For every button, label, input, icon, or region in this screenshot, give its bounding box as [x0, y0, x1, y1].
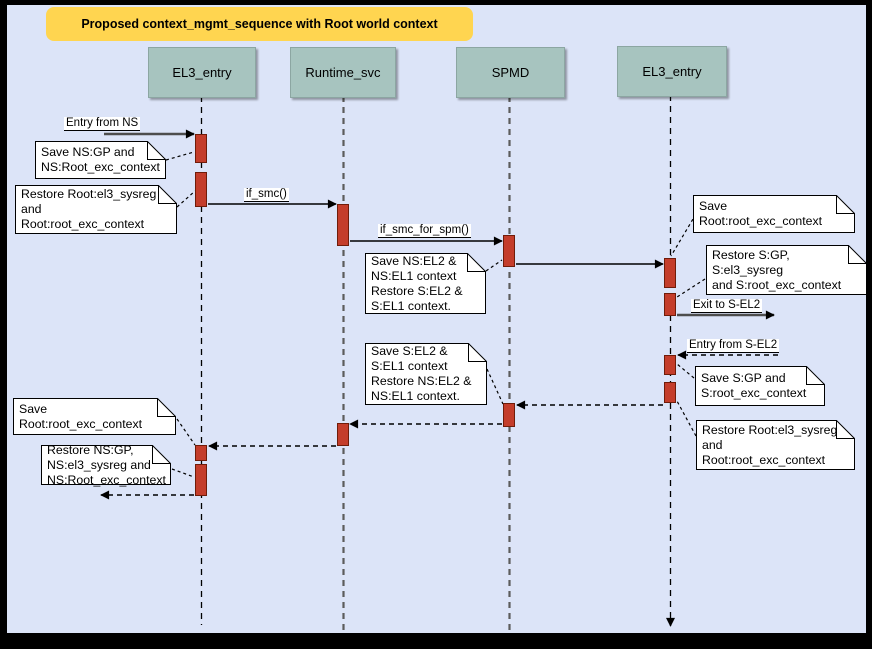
note-text: Restore Root:el3_sysreg and Root:root_ex… [21, 187, 157, 231]
message-label-entry-from-sel2[interactable]: Entry from S-EL2 [687, 339, 780, 353]
note-connector [171, 468, 195, 478]
frame-edge-bottom [0, 633, 872, 649]
activation-bar[interactable] [503, 403, 515, 427]
note-text: Restore Root:el3_sysreg and Root:root_ex… [702, 422, 838, 467]
activation-bar[interactable] [195, 172, 207, 207]
note-connector [485, 259, 503, 272]
note-text: Save Root:root_exc_context [699, 199, 823, 228]
lifeline-header-label: SPMD [491, 65, 530, 80]
lifeline-header-spmd[interactable]: SPMD [456, 47, 565, 98]
message-label-entry-from-ns[interactable]: Entry from NS [64, 117, 141, 131]
note-shape [35, 141, 166, 179]
note-shape [15, 185, 177, 234]
activation-bar[interactable] [195, 445, 207, 461]
note-restore-root-ctx-right[interactable]: Restore Root:el3_sysreg and Root:root_ex… [696, 420, 855, 470]
note-save-s-gp[interactable]: Save S:GP and S:root_exc_context [695, 366, 825, 406]
note-connector [676, 278, 706, 298]
note-text: Save S:EL2 & S:EL1 context Restore NS:EL… [371, 344, 472, 403]
note-connector [486, 368, 504, 405]
note-text: Save Root:root_exc_context [19, 401, 143, 431]
note-connector [176, 418, 196, 446]
message-label-if-smc[interactable]: if_smc() [244, 188, 289, 202]
frame-edge-top [0, 0, 872, 5]
note-shape [365, 343, 487, 405]
activation-bar[interactable] [337, 204, 349, 246]
note-shape [693, 195, 855, 233]
note-shape [695, 366, 825, 406]
note-connector [176, 190, 196, 208]
note-connector [676, 400, 697, 437]
note-save-ns-gp[interactable]: Save NS:GP and NS:Root_exc_context [35, 141, 166, 179]
note-save-s-el2[interactable]: Save S:EL2 & S:EL1 context Restore NS:EL… [365, 343, 487, 405]
note-save-ns-el2[interactable]: Save NS:EL2 & NS:EL1 context Restore S:E… [365, 253, 486, 314]
note-shape [365, 253, 486, 314]
lifeline-header-label: EL3_entry [172, 65, 232, 80]
activation-bar[interactable] [503, 235, 515, 267]
note-shape [696, 420, 855, 470]
note-text: Save NS:GP and NS:Root_exc_context [41, 145, 160, 174]
note-restore-s-gp[interactable]: Restore S:GP, S:el3_sysreg and S:root_ex… [706, 245, 867, 295]
lifeline-header-el3-entry-left[interactable]: EL3_entry [148, 47, 256, 98]
note-connector [670, 213, 697, 257]
activation-bar[interactable] [195, 464, 207, 496]
frame-edge-right [866, 0, 872, 649]
message-label-if-smc-for-spm[interactable]: if_smc_for_spm() [378, 224, 471, 238]
activation-bar[interactable] [664, 293, 676, 316]
note-connector [165, 151, 195, 161]
lifeline-header-label: EL3_entry [642, 64, 702, 79]
lifeline-header-el3-entry-right[interactable]: EL3_entry [617, 46, 727, 97]
note-restore-ns-gp[interactable]: Restore NS:GP, NS:el3_sysreg and NS:Root… [41, 442, 171, 487]
note-save-root-exc-left[interactable]: Save Root:root_exc_context [13, 398, 176, 435]
frame-edge-left [0, 0, 7, 649]
note-shape [13, 398, 176, 435]
activation-bar[interactable] [664, 382, 676, 403]
note-text: Save S:GP and S:root_exc_context [701, 371, 807, 400]
lifeline-header-runtime-svc[interactable]: Runtime_svc [290, 47, 396, 98]
note-text: Restore S:GP, S:el3_sysreg and S:root_ex… [712, 247, 842, 292]
note-text: Restore NS:GP, NS:el3_sysreg and NS:Root… [47, 442, 166, 487]
note-save-root-exc-right[interactable]: Save Root:root_exc_context [693, 195, 855, 233]
note-connector [676, 363, 695, 379]
note-text: Save NS:EL2 & NS:EL1 context Restore S:E… [371, 253, 463, 313]
activation-bar[interactable] [664, 258, 676, 288]
message-label-exit-to-sel2[interactable]: Exit to S-EL2 [691, 299, 763, 313]
note-shape [41, 445, 171, 485]
activation-bar[interactable] [664, 355, 676, 375]
lifeline-header-label: Runtime_svc [305, 65, 381, 80]
diagram-title: Proposed context_mgmt_sequence with Root… [46, 7, 473, 41]
note-restore-root-ctx-left-top[interactable]: Restore Root:el3_sysreg and Root:root_ex… [15, 185, 177, 234]
activation-bar[interactable] [195, 134, 207, 163]
activation-bar[interactable] [337, 423, 349, 446]
